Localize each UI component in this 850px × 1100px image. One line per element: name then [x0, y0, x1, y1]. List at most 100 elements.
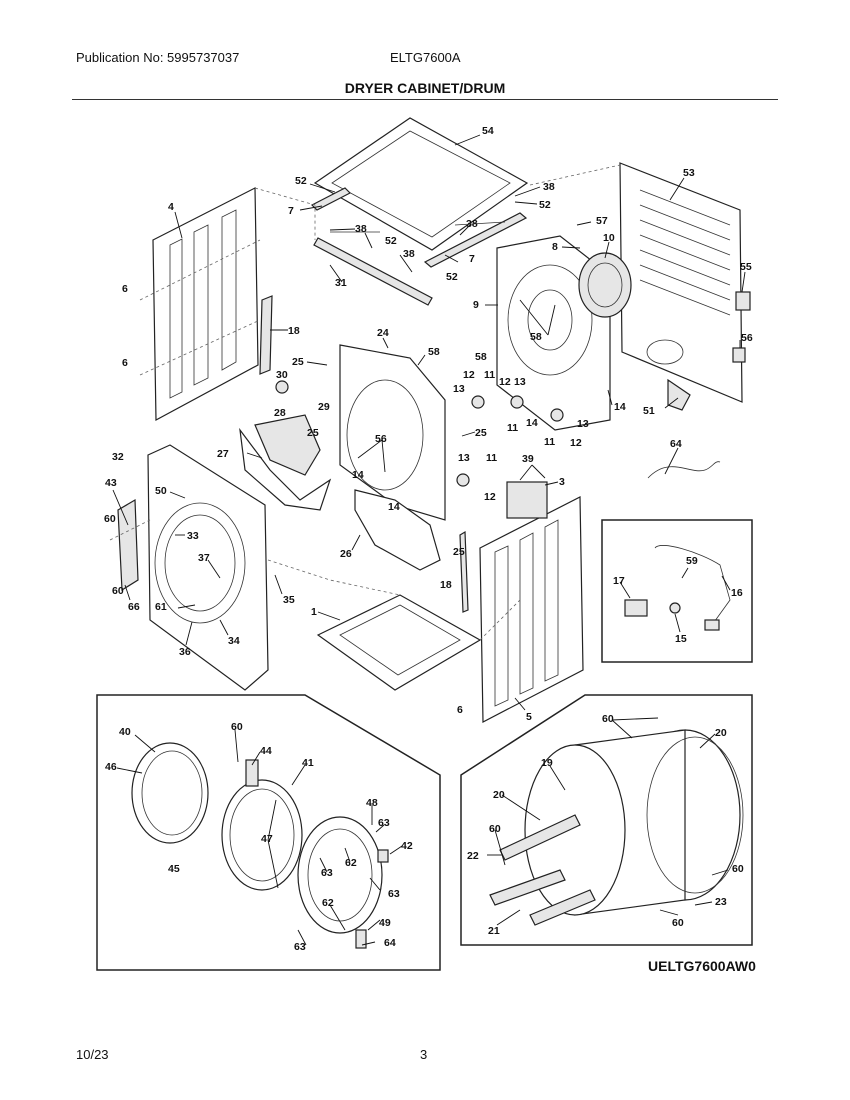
label-58c: 58 — [475, 351, 487, 363]
assembly-guide-lines — [109, 164, 621, 641]
label-15: 15 — [675, 633, 687, 645]
label-60b: 60 — [112, 585, 124, 597]
label-57: 57 — [596, 215, 608, 227]
label-42: 42 — [401, 840, 413, 852]
part-labels: 54 53 52 38 7 4 52 57 38 38 10 52 8 38 7… — [104, 125, 753, 953]
label-63c: 63 — [388, 888, 400, 900]
label-12b: 12 — [499, 376, 511, 388]
label-24: 24 — [377, 327, 389, 339]
label-25a: 25 — [292, 356, 304, 368]
label-64b: 64 — [384, 937, 396, 949]
label-11b: 11 — [507, 422, 518, 434]
label-13a: 13 — [514, 376, 526, 388]
label-12c: 12 — [570, 437, 582, 449]
label-36: 36 — [179, 646, 191, 658]
publication-date: 10/23 — [76, 1047, 109, 1062]
label-4: 4 — [168, 201, 174, 213]
label-18a: 18 — [288, 325, 300, 337]
label-38c: 38 — [355, 223, 367, 235]
label-13c: 13 — [577, 418, 589, 430]
label-49: 49 — [379, 917, 391, 929]
label-52d: 52 — [446, 271, 458, 283]
label-58a: 58 — [530, 331, 542, 343]
label-7a: 7 — [288, 205, 294, 217]
heater-duct — [578, 252, 632, 318]
label-60g: 60 — [672, 917, 684, 929]
label-14a: 14 — [614, 401, 626, 413]
label-23: 23 — [715, 896, 727, 908]
label-17: 17 — [613, 575, 625, 587]
label-11c: 11 — [544, 436, 555, 448]
label-14b: 14 — [526, 417, 538, 429]
label-53: 53 — [683, 167, 695, 179]
label-66: 66 — [128, 601, 140, 613]
label-54: 54 — [482, 125, 494, 137]
right-side-panel — [479, 496, 584, 723]
label-13d: 13 — [458, 452, 470, 464]
label-30: 30 — [276, 369, 288, 381]
label-47: 47 — [261, 833, 273, 845]
label-32: 32 — [112, 451, 124, 463]
label-64: 64 — [670, 438, 682, 450]
label-63a: 63 — [378, 817, 390, 829]
label-11a: 11 — [484, 369, 495, 381]
label-1: 1 — [311, 606, 317, 618]
label-56a: 56 — [741, 332, 753, 344]
label-27: 27 — [217, 448, 229, 460]
label-62a: 62 — [345, 857, 357, 869]
label-14c: 14 — [352, 469, 364, 481]
gas-valve-inset — [601, 519, 753, 663]
diagram-reference-code: UELTG7600AW0 — [648, 958, 756, 974]
label-26: 26 — [340, 548, 352, 560]
label-7b: 7 — [469, 253, 475, 265]
label-6a: 6 — [122, 283, 128, 295]
publication-number: Publication No: 5995737037 — [76, 50, 240, 65]
label-60c: 60 — [231, 721, 243, 733]
label-43: 43 — [105, 477, 117, 489]
top-rail-brackets — [310, 187, 528, 306]
label-52a: 52 — [295, 175, 307, 187]
label-39: 39 — [522, 453, 534, 465]
label-58b: 58 — [428, 346, 440, 358]
label-62b: 62 — [322, 897, 334, 909]
label-48: 48 — [366, 797, 378, 809]
label-35: 35 — [283, 594, 295, 606]
cabinet-top-panel — [313, 117, 529, 251]
label-40: 40 — [119, 726, 131, 738]
label-60d: 60 — [602, 713, 614, 725]
rear-panel — [619, 162, 743, 403]
label-28: 28 — [274, 407, 286, 419]
label-5: 5 — [526, 711, 532, 723]
front-bulkhead — [339, 344, 446, 521]
front-panel — [147, 444, 269, 691]
door-assembly-box — [96, 694, 441, 971]
label-29: 29 — [318, 401, 330, 413]
label-19: 19 — [541, 757, 553, 769]
label-20a: 20 — [715, 727, 727, 739]
cabinet-base — [316, 594, 482, 691]
label-6c: 6 — [457, 704, 463, 716]
label-20b: 20 — [493, 789, 505, 801]
label-38d: 38 — [403, 248, 415, 260]
label-10: 10 — [603, 232, 615, 244]
label-61: 61 — [155, 601, 167, 613]
label-52b: 52 — [539, 199, 551, 211]
label-60a: 60 — [104, 513, 116, 525]
label-52c: 52 — [385, 235, 397, 247]
label-56b: 56 — [375, 433, 387, 445]
label-25c: 25 — [475, 427, 487, 439]
label-44: 44 — [260, 745, 272, 757]
label-25b: 25 — [307, 427, 319, 439]
label-41: 41 — [302, 757, 314, 769]
label-11d: 11 — [486, 452, 497, 464]
leader-lines — [112, 134, 746, 946]
label-22: 22 — [467, 850, 479, 862]
label-31: 31 — [335, 277, 347, 289]
label-6b: 6 — [122, 357, 128, 369]
label-60e: 60 — [489, 823, 501, 835]
page-title: DRYER CABINET/DRUM — [344, 80, 506, 96]
label-18b: 18 — [440, 579, 452, 591]
label-34: 34 — [228, 635, 240, 647]
model-number: ELTG7600A — [390, 50, 461, 65]
